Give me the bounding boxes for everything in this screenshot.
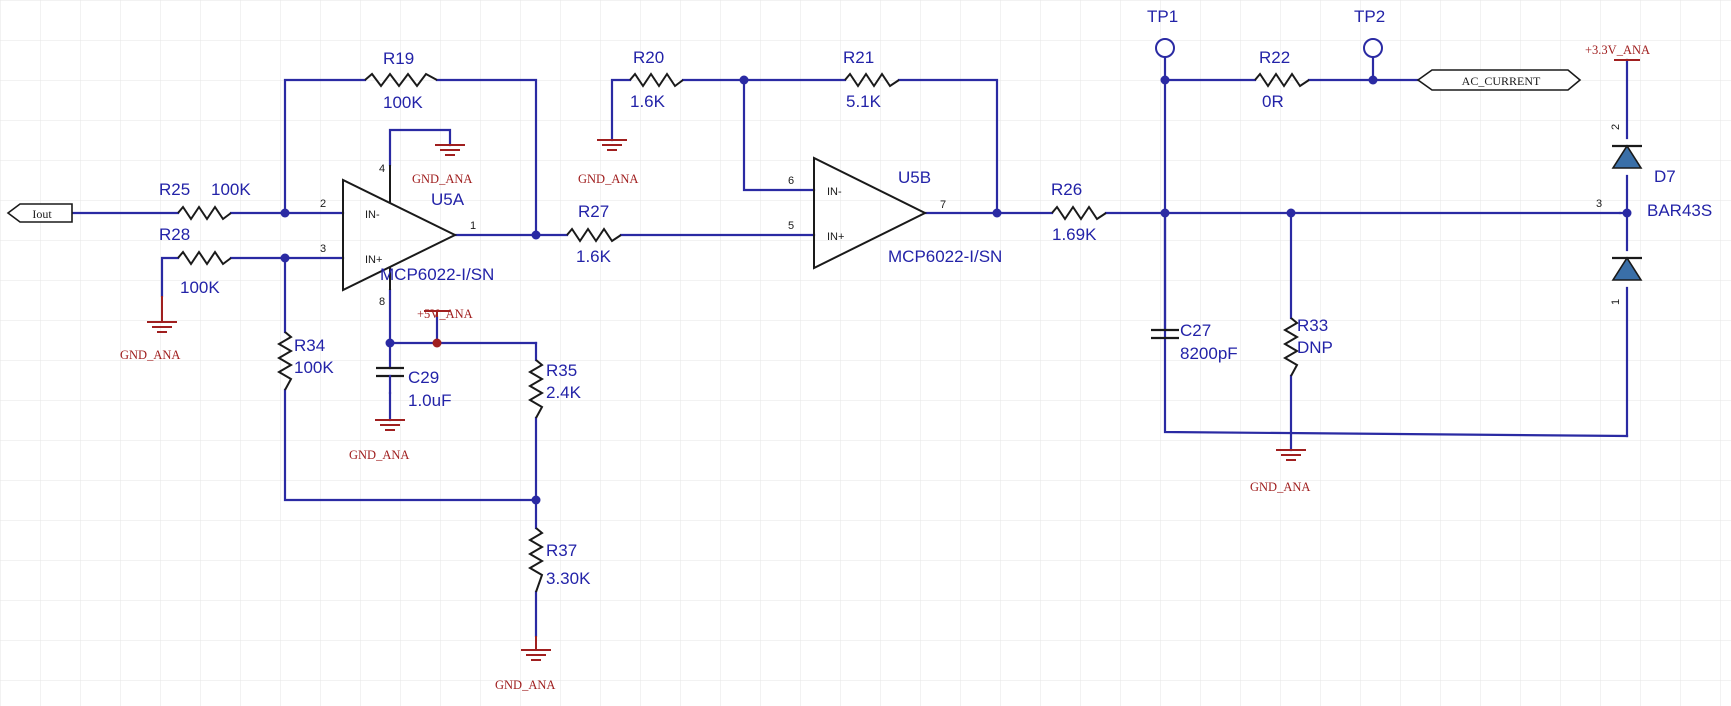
r35-value: 2.4K: [546, 383, 582, 402]
r21-value: 5.1K: [846, 92, 882, 111]
gnd-label-c29: GND_ANA: [349, 448, 409, 462]
r33-ref: R33: [1297, 316, 1328, 335]
r28-value: 100K: [180, 278, 220, 297]
port-ac-current-label: AC_CURRENT: [1462, 74, 1541, 88]
testpoint-tp1[interactable]: TP1: [1147, 7, 1178, 58]
power-5v-label: +5V_ANA: [417, 307, 473, 321]
resistor-r33[interactable]: R33 DNP: [1283, 316, 1333, 377]
u5b-part: MCP6022-I/SN: [888, 247, 1002, 266]
resistor-r25[interactable]: R25 100K: [159, 180, 251, 221]
u5b-ref: U5B: [898, 168, 931, 187]
u5b-pin5: 5: [788, 220, 794, 232]
c29-value: 1.0uF: [408, 391, 451, 410]
resistor-r21[interactable]: R21 5.1K: [843, 48, 900, 111]
resistor-r34[interactable]: R34 100K: [277, 331, 334, 391]
u5b-inm-label: IN-: [827, 186, 842, 198]
resistor-r22[interactable]: R22 0R: [1254, 48, 1310, 111]
gnd-label-r20: GND_ANA: [578, 172, 638, 186]
u5a-pin2: 2: [320, 198, 326, 210]
u5b-pin7: 7: [940, 199, 946, 211]
r25-value: 100K: [211, 180, 251, 199]
u5a-pin1: 1: [470, 220, 476, 232]
u5a-pin3: 3: [320, 243, 326, 255]
gnd-label-u5a: GND_ANA: [412, 172, 472, 186]
r27-value: 1.6K: [576, 247, 612, 266]
resistor-r26[interactable]: R26 1.69K: [1051, 180, 1107, 244]
u5a-pin8: 8: [379, 296, 385, 308]
power-5v: +5V_ANA: [417, 307, 473, 321]
port-iout[interactable]: Iout: [6, 203, 73, 223]
capacitor-c27[interactable]: C27 8200pF: [1151, 211, 1238, 363]
gnd-symbol-r33: GND_ANA: [1250, 449, 1310, 494]
power-3v3: +3.3V_ANA: [1585, 43, 1650, 61]
u5b-pin6: 6: [788, 175, 794, 187]
resistor-r20[interactable]: R20 1.6K: [629, 48, 684, 111]
u5a-ref: U5A: [431, 190, 465, 209]
d7-pin1: 1: [1610, 299, 1622, 305]
gnd-symbol-r28: GND_ANA: [120, 296, 180, 362]
r34-value: 100K: [294, 358, 334, 377]
c29-ref: C29: [408, 368, 439, 387]
c27-value: 8200pF: [1180, 344, 1238, 363]
u5b-inp-label: IN+: [827, 231, 844, 243]
gnd-label-r28: GND_ANA: [120, 348, 180, 362]
opamp-u5a[interactable]: IN- IN+ 2 3 1 4 8 U5A MCP6022-I/SN: [320, 163, 494, 308]
r20-value: 1.6K: [630, 92, 666, 111]
r34-ref: R34: [294, 336, 325, 355]
r22-value: 0R: [1262, 92, 1284, 111]
r26-ref: R26: [1051, 180, 1082, 199]
gnd-symbol-r20: GND_ANA: [578, 139, 638, 186]
gnd-symbol-u5a: GND_ANA: [412, 144, 472, 186]
opamp-u5b[interactable]: IN- IN+ 6 5 7 U5B MCP6022-I/SN: [788, 156, 1002, 270]
r28-ref: R28: [159, 225, 190, 244]
u5a-inm-label: IN-: [365, 209, 380, 221]
testpoint-tp2[interactable]: TP2: [1354, 7, 1385, 58]
d7-pin3: 3: [1596, 198, 1602, 210]
resistor-r27[interactable]: R27 1.6K: [566, 202, 622, 266]
r25-ref: R25: [159, 180, 190, 199]
r20-ref: R20: [633, 48, 664, 67]
d7-ref: D7: [1654, 167, 1676, 186]
tp1-ref: TP1: [1147, 7, 1178, 26]
r37-value: 3.30K: [546, 569, 591, 588]
u5a-pin4: 4: [379, 163, 385, 175]
r21-ref: R21: [843, 48, 874, 67]
resistor-r37[interactable]: R37 3.30K: [528, 527, 591, 593]
gnd-symbol-r37: GND_ANA: [495, 636, 555, 692]
resistor-r19[interactable]: R19 100K: [364, 49, 438, 112]
gnd-label-r33: GND_ANA: [1250, 480, 1310, 494]
gnd-label-r37: GND_ANA: [495, 678, 555, 692]
c27-ref: C27: [1180, 321, 1211, 340]
tp2-ref: TP2: [1354, 7, 1385, 26]
u5a-inp-label: IN+: [365, 254, 382, 266]
r35-ref: R35: [546, 361, 577, 380]
r27-ref: R27: [578, 202, 609, 221]
gnd-symbol-c29: GND_ANA: [349, 419, 409, 462]
resistor-r35[interactable]: R35 2.4K: [528, 359, 582, 419]
u5a-part: MCP6022-I/SN: [380, 265, 494, 284]
diode-d7[interactable]: 2 3 1 D7 BAR43S: [1596, 124, 1712, 305]
r19-ref: R19: [383, 49, 414, 68]
junctions: [280, 75, 1632, 505]
r26-value: 1.69K: [1052, 225, 1097, 244]
r37-ref: R37: [546, 541, 577, 560]
d7-part: BAR43S: [1647, 201, 1712, 220]
port-iout-label: Iout: [32, 207, 52, 221]
wires: [70, 55, 1629, 638]
r19-value: 100K: [383, 93, 423, 112]
port-ac-current[interactable]: AC_CURRENT: [1416, 69, 1582, 91]
capacitor-c29[interactable]: C29 1.0uF: [376, 366, 451, 410]
d7-pin2: 2: [1610, 124, 1622, 130]
power-3v3-label: +3.3V_ANA: [1585, 43, 1650, 57]
r33-value: DNP: [1297, 338, 1333, 357]
resistor-r28[interactable]: R28 100K: [159, 225, 232, 297]
r22-ref: R22: [1259, 48, 1290, 67]
